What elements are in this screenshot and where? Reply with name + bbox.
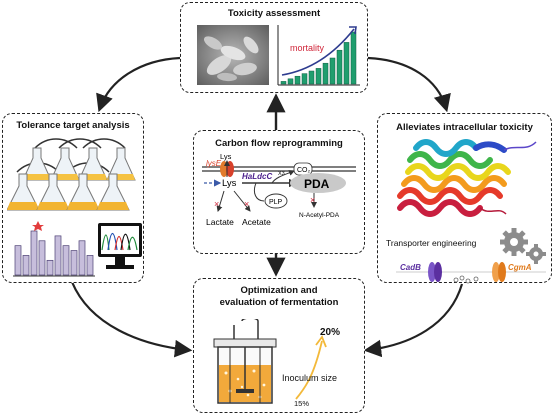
mortality-bar <box>280 81 287 85</box>
co2-label: CO₂ <box>297 167 311 174</box>
mortality-chart: mortality <box>277 25 360 86</box>
cadb-label: CadB <box>400 263 421 272</box>
target-bar-chart <box>13 221 95 277</box>
toxicity-title: Toxicity assessment <box>227 8 321 19</box>
lys-label: Lys <box>222 178 237 189</box>
optimization-panel: Optimization and evaluation of fermentat… <box>193 278 365 413</box>
arrow-alleviate-to-optimization <box>363 283 464 358</box>
mortality-label: mortality <box>290 43 325 53</box>
arrow-toxicity-to-tolerance <box>96 56 181 113</box>
arrow-toxicity-to-alleviate <box>367 56 451 113</box>
block-x-icon-lactate: × <box>214 199 219 209</box>
pda-label: PDA <box>304 177 330 191</box>
target-bar <box>14 245 22 276</box>
enzyme-copy-label: X3 <box>278 171 285 177</box>
enzyme-label: HaLdcC <box>242 172 272 181</box>
alleviate-title: Alleviates intracellular toxicity <box>396 122 533 133</box>
plp-bubble <box>264 193 288 209</box>
cgma-label: CgmA <box>508 263 532 272</box>
inoculum-axis-label: Inoculum size <box>282 373 338 383</box>
tolerance-panel: Tolerance target analysis <box>2 113 144 283</box>
target-bar <box>86 255 94 276</box>
block-x-icon: × <box>310 195 315 205</box>
sequencing-monitor-icon <box>98 223 142 269</box>
target-bar <box>70 250 78 276</box>
mortality-bar <box>308 70 315 85</box>
lys-export-label: Lys <box>220 152 232 161</box>
target-bar <box>54 235 62 276</box>
gears-icon <box>500 228 546 264</box>
carbon-title: Carbon flow reprogramming <box>215 138 343 149</box>
inoculum-high-value: 20% <box>320 327 341 338</box>
plp-label: PLP <box>269 199 283 206</box>
mortality-bar <box>294 75 301 85</box>
pda-highlight <box>290 173 346 193</box>
mortality-bar <box>315 68 322 85</box>
cgma-transporter-icon <box>492 262 506 282</box>
target-bar <box>30 230 38 276</box>
lyse-label: lysE <box>206 159 222 168</box>
acetate-label: Acetate <box>242 217 271 227</box>
acetyl-pda-label: N-Acetyl-PDA <box>299 212 340 219</box>
protein-structure-image <box>397 139 537 217</box>
metabolic-pathway-diagram: Lys lysE Lys HaLdcC X3 CO₂ PLP PDA × N-A… <box>202 152 356 227</box>
inoculum-trend-arrow <box>295 335 327 400</box>
sem-micrograph <box>197 25 269 85</box>
shake-flasks-illustration <box>7 138 136 211</box>
optimization-title-line2: evaluation of fermentation <box>219 297 339 308</box>
target-bar <box>62 245 70 276</box>
inoculum-low-value: 15% <box>294 399 310 408</box>
highlight-marker-icon <box>32 221 44 231</box>
alleviate-panel: Alleviates intracellular toxicity Transp… <box>377 113 552 284</box>
mortality-bar <box>322 62 329 85</box>
transporter-icons <box>396 262 546 284</box>
bioreactor-illustration <box>213 319 277 404</box>
block-x-icon-acetate: × <box>244 199 249 209</box>
mortality-bar <box>329 57 336 85</box>
optimization-title: Optimization and evaluation of fermentat… <box>194 285 364 309</box>
molecule-icons <box>453 275 479 284</box>
tolerance-title: Tolerance target analysis <box>16 120 130 131</box>
mortality-trend-curve <box>281 28 355 76</box>
target-bar <box>78 240 86 276</box>
target-bar <box>38 240 46 276</box>
target-bar <box>46 259 54 276</box>
transporter-label: Transporter engineering <box>386 238 477 248</box>
flask-row-back <box>22 147 136 181</box>
mortality-bar <box>343 42 350 85</box>
arrow-tolerance-to-optimization <box>70 281 193 358</box>
cadb-transporter-icon <box>428 262 442 282</box>
mortality-bar <box>301 73 308 85</box>
flask-row-front <box>7 173 130 211</box>
mortality-bar <box>336 49 343 85</box>
mortality-bar <box>287 78 294 85</box>
toxicity-panel: Toxicity assessment mortality <box>180 2 368 93</box>
carbon-flow-panel: Carbon flow reprogramming Lys lysE Lys H… <box>193 130 365 254</box>
mortality-bar <box>350 31 357 85</box>
trend-arrow-head <box>349 26 357 35</box>
lactate-label: Lactate <box>206 217 234 227</box>
target-bar <box>22 255 30 276</box>
optimization-title-line1: Optimization and <box>240 285 318 296</box>
